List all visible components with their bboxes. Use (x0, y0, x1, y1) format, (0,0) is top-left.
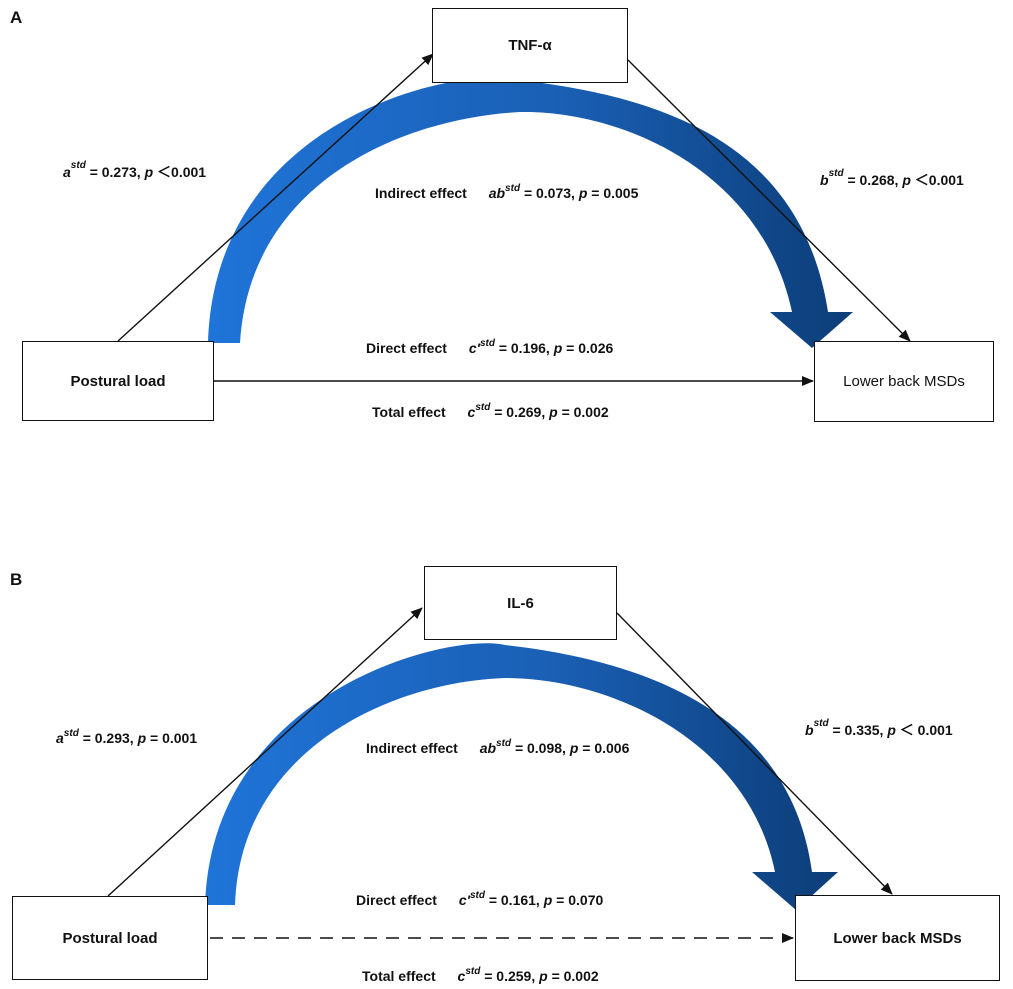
panel-a-arrows (117, 53, 911, 386)
outcome-node: Lower back MSDs (795, 895, 1000, 981)
a-path-label: astd = 0.273, p ＜0.001 (63, 160, 207, 180)
b-path-arrow (627, 59, 911, 342)
a-path-label: astd = 0.293, p = 0.001 (56, 728, 198, 746)
panel-b: B IL-6 Postural load Lower back MSDs ast… (0, 560, 1013, 989)
a-path-arrow (117, 53, 434, 342)
mediator-node: TNF-α (432, 8, 628, 83)
direct-effect-label: Direct effect c'std = 0.196, p = 0.026 (366, 338, 614, 356)
a-path-arrow (107, 607, 423, 897)
total-effect-label: Total effect cstd = 0.269, p = 0.002 (372, 402, 609, 420)
total-effect-label: Total effect cstd = 0.259, p = 0.002 (362, 966, 599, 984)
indirect-effect-label: Indirect effect abstd = 0.098, p = 0.006 (366, 738, 630, 756)
panel-a: A TNF-α Postural load Lower back MSDs as… (0, 0, 1013, 480)
panel-letter: A (10, 8, 23, 27)
indirect-effect-label: Indirect effect abstd = 0.073, p = 0.005 (375, 183, 639, 201)
mediator-node: IL-6 (424, 566, 617, 640)
predictor-node: Postural load (22, 341, 214, 421)
indirect-effect-arc (205, 643, 838, 910)
panel-b-arrows (107, 607, 893, 943)
predictor-node: Postural load (12, 896, 208, 980)
b-path-label: bstd = 0.268, p ＜0.001 (820, 168, 964, 188)
b-path-arrow (616, 612, 893, 895)
b-path-label: bstd = 0.335, p ＜ 0.001 (805, 718, 953, 738)
panel-letter: B (10, 570, 23, 589)
indirect-effect-arc (208, 77, 853, 348)
direct-effect-label: Direct effect c'std = 0.161, p = 0.070 (356, 890, 604, 908)
outcome-node: Lower back MSDs (814, 341, 994, 422)
